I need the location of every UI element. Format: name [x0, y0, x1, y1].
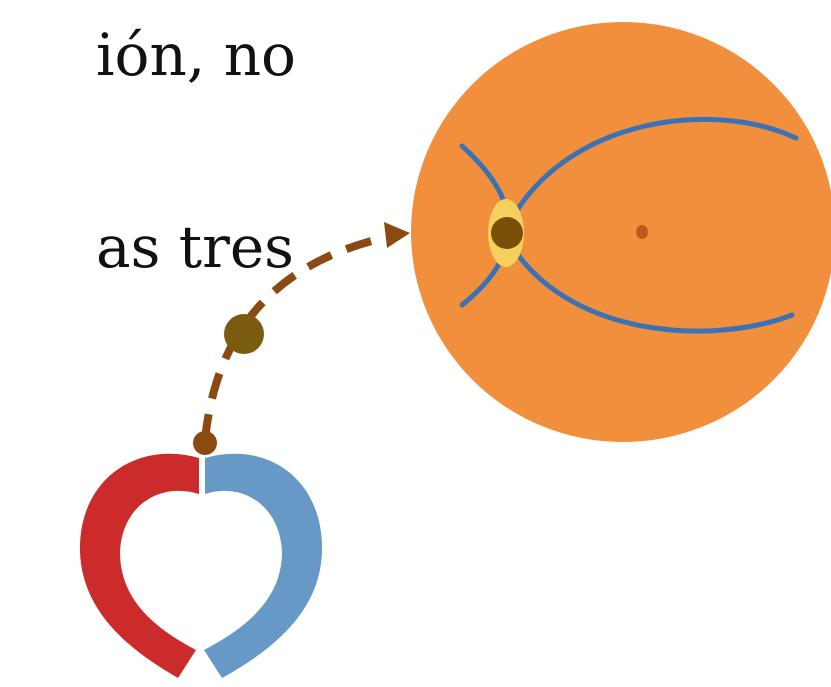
- heart-icon: [80, 454, 322, 678]
- center-dot: [636, 225, 648, 239]
- heart-right-half: [204, 454, 322, 678]
- moving-cell: [224, 314, 264, 354]
- arrow-origin-dot: [193, 431, 217, 455]
- arrow-head-icon: [384, 222, 410, 248]
- heart-left-half: [80, 454, 199, 678]
- marker-dot: [491, 217, 523, 249]
- orange-ellipse: [411, 22, 831, 442]
